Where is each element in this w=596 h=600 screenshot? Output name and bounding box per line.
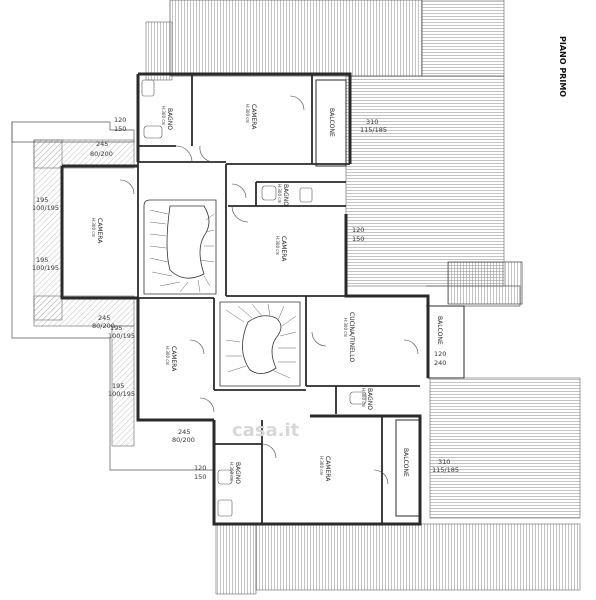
- staircase-lower: [219, 301, 301, 387]
- room-label-camera-n: CAMERA: [250, 104, 257, 130]
- room-sub-camera-sw: H:300 cm: [165, 346, 170, 365]
- room-label-balcone-n: BALCONE: [328, 108, 335, 137]
- dim-label: 245: [178, 428, 190, 436]
- dim-label: 310: [366, 118, 378, 126]
- roof-areas: [33, 0, 581, 595]
- dim-label: 245: [98, 314, 110, 322]
- room-sub-camera-n: H:300 cm: [245, 104, 250, 123]
- room-sub-bagno-center: H:300 cm: [277, 184, 282, 203]
- dim-label: 100/195: [108, 332, 135, 340]
- roof-southwest: [111, 325, 135, 447]
- roof-west-bottom: [33, 295, 135, 327]
- dim-label: 100/195: [32, 264, 59, 272]
- roof-southeast: [429, 377, 581, 519]
- room-label-bagno-se: BAGNO: [366, 388, 373, 410]
- room-label-bagno-s: BAGNO: [234, 462, 241, 484]
- dim-label: 100/195: [108, 390, 135, 398]
- room-label-bagno-center: BAGNO: [282, 184, 289, 206]
- room-label-balcone-s: BALCONE: [402, 448, 409, 477]
- roof-south-left: [215, 523, 257, 595]
- room-sub-cucina: H:300 cm: [343, 318, 348, 337]
- dim-label: 195: [110, 324, 122, 332]
- plan-title: PIANO PRIMO: [558, 36, 567, 97]
- roof-west-top: [33, 139, 135, 169]
- roof-south: [255, 523, 581, 591]
- roof-north-edge: [145, 21, 173, 81]
- dim-label: 80/200: [172, 436, 195, 444]
- room-sub-bagno-nw: H:300 cm: [161, 106, 166, 125]
- interior-walls: [137, 74, 420, 524]
- room-sub-bagno-s: H:300 cm: [229, 462, 234, 481]
- balcony-frames: [315, 79, 465, 517]
- dim-label: 195: [36, 196, 48, 204]
- room-label-camera-w: CAMERA: [96, 218, 103, 244]
- roof-east-upper: [345, 75, 505, 287]
- room-label-camera-s: CAMERA: [324, 456, 331, 482]
- roof-north: [169, 0, 423, 77]
- dim-label: 115/185: [432, 466, 459, 474]
- room-sub-camera-w: H:300 cm: [91, 218, 96, 237]
- dim-label: 310: [438, 458, 450, 466]
- dim-label: 120: [194, 464, 206, 472]
- dim-label: 150: [194, 473, 206, 481]
- door-swings: [119, 95, 419, 485]
- exterior-outline: [11, 121, 521, 471]
- room-label-balcone-e: BALCONE: [436, 316, 443, 345]
- watermark-text: casa.it: [232, 420, 300, 441]
- dim-label: 195: [36, 256, 48, 264]
- dim-label: 150: [114, 125, 126, 133]
- dim-label: 120: [352, 226, 364, 234]
- dim-label: 245: [96, 140, 108, 148]
- roof-east-top: [421, 0, 505, 77]
- dim-label: 100/195: [32, 204, 59, 212]
- room-label-cucina: CUCINA/TINELLO: [348, 312, 355, 362]
- dim-label: 195: [112, 382, 124, 390]
- dim-label: 115/185: [360, 126, 387, 134]
- dim-label: 120: [434, 350, 446, 358]
- room-label-camera-center: CAMERA: [280, 236, 287, 262]
- dimension-labels: 120 150 310 115/185 245 80/200 195 100/1…: [32, 116, 459, 481]
- room-sub-bagno-se: H:300 cm: [361, 388, 366, 407]
- dim-label: 120: [114, 116, 126, 124]
- room-sub-camera-s: H:300 cm: [319, 456, 324, 475]
- fixtures: [141, 79, 367, 517]
- room-sub-camera-center: H:300 cm: [275, 236, 280, 255]
- dim-label: 150: [352, 235, 364, 243]
- dim-label: 80/200: [92, 322, 115, 330]
- balcony-steps: [447, 261, 523, 305]
- dim-label: 240: [434, 359, 446, 367]
- dim-label: 80/200: [90, 150, 113, 158]
- staircase-upper: [143, 199, 217, 295]
- room-label-bagno-nw: BAGNO: [166, 108, 173, 130]
- room-label-camera-sw: CAMERA: [170, 346, 177, 372]
